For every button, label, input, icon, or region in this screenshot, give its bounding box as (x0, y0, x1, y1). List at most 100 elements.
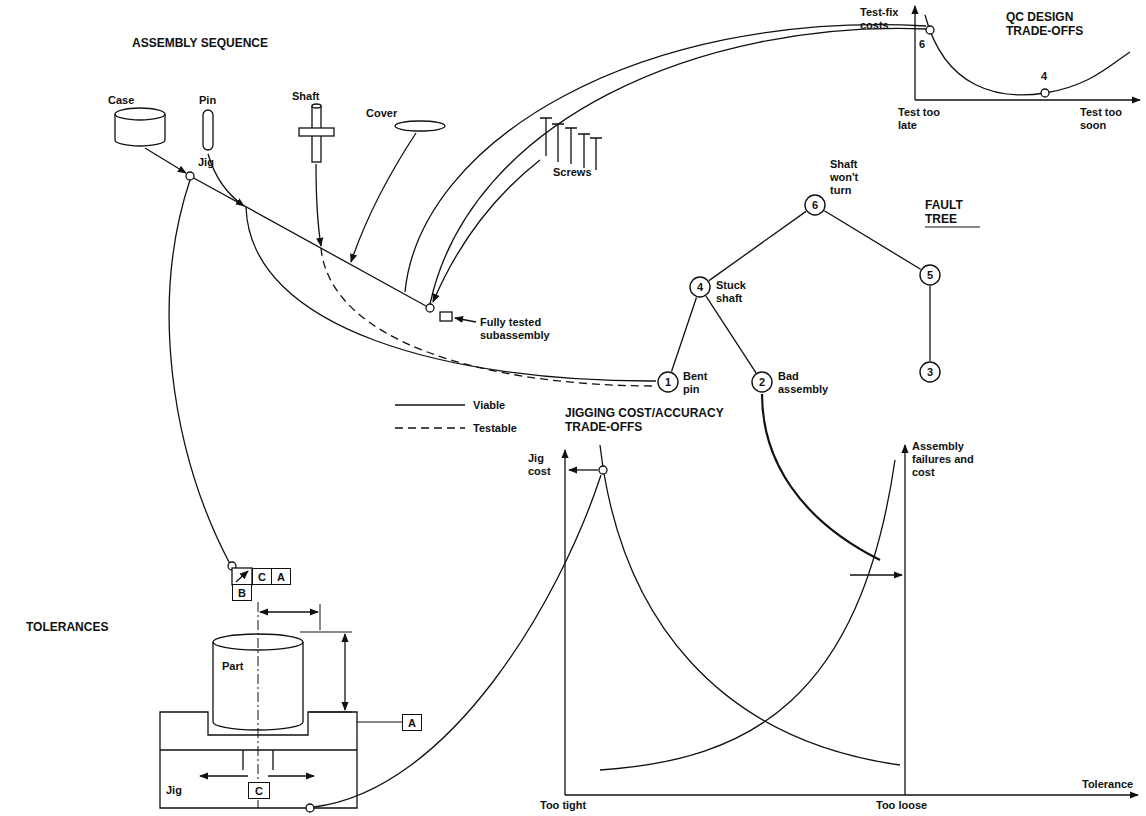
subassembly-box (440, 312, 452, 321)
section-heading: FAULT TREE (925, 198, 987, 226)
fault-label: Bad assembly (778, 370, 833, 396)
center-line (258, 602, 259, 808)
section-heading: QC DESIGN TRADE-OFFS (1006, 10, 1116, 38)
part-name: Pin (199, 94, 216, 107)
fault-label: Stuck shaft (716, 279, 756, 305)
legend-sample (395, 399, 465, 411)
feed-arrow (351, 133, 416, 262)
cost-curve (600, 445, 900, 765)
test-point (426, 304, 434, 312)
fault-number: 2 (751, 371, 773, 393)
datum-letter: C (255, 785, 263, 797)
testable-path (321, 248, 656, 386)
datum-letter: A (408, 717, 416, 729)
runout-symbol (232, 568, 252, 585)
fault-number: 3 (919, 361, 941, 383)
part-name: Part (222, 660, 243, 673)
fault-number: 1 (657, 371, 679, 393)
legend-entry: Testable (395, 422, 517, 434)
axis (565, 794, 1138, 795)
axis-label: Test too late (898, 106, 946, 132)
axis (914, 6, 915, 100)
case-part (115, 108, 165, 146)
axis-label: Too tight (540, 799, 586, 812)
pin-part (203, 110, 213, 150)
fault-number: 5 (919, 264, 941, 286)
legend-text: Viable (473, 399, 505, 411)
heading-underline (925, 227, 980, 228)
chart-point (1041, 89, 1049, 97)
jig-drawing (160, 712, 357, 808)
fault-number: 4 (689, 276, 711, 298)
part-name: Jig (166, 784, 182, 797)
failure-curve (600, 460, 895, 770)
datum-letter: C (258, 571, 266, 583)
feed-arrow (145, 148, 186, 173)
datum-box: C (248, 782, 270, 799)
dimension-line (200, 775, 248, 776)
datum-letter: B (238, 587, 246, 599)
point-number: 6 (919, 38, 925, 51)
axis-label: Too loose (876, 799, 927, 812)
fault-circle: 4Stuck shaft (689, 276, 711, 298)
axis (915, 99, 1140, 100)
tree-branch (929, 286, 930, 361)
feed-arrow (316, 164, 321, 246)
fault-circle: 5 (919, 264, 941, 286)
dimension-line (268, 775, 314, 776)
fault-circle: 1Bent pin (657, 371, 679, 393)
chart-point (926, 26, 934, 34)
tree-branch (706, 296, 756, 373)
datum-box: A (271, 568, 291, 585)
part-name: Screws (553, 166, 592, 179)
dimension-line (344, 634, 345, 710)
pointer-arrow (455, 318, 476, 322)
extension-line (320, 604, 321, 630)
link-arc (405, 25, 926, 292)
link-arc (169, 180, 230, 564)
tree-branch (672, 297, 697, 371)
section-heading: JIGGING COST/ACCURACY TRADE-OFFS (565, 406, 755, 434)
jig-label: Jig (198, 156, 214, 169)
fault-circle: 2Bad assembly (751, 371, 773, 393)
legend-text: Testable (473, 422, 517, 434)
section-heading: TOLERANCES (26, 620, 108, 634)
part-name: Case (108, 94, 134, 107)
fault-circle: 3 (919, 361, 941, 383)
link-arc (762, 394, 880, 560)
axis-label: Jig cost (528, 452, 562, 478)
axis-label: Tolerance (1082, 778, 1133, 791)
fault-number: 6 (804, 194, 826, 216)
datum-box: C (252, 568, 272, 585)
part-name: Shaft (292, 90, 320, 103)
shaft-part (299, 104, 334, 162)
dimension-line (260, 611, 318, 612)
datum-leader (357, 722, 402, 723)
axis (564, 450, 565, 795)
extension-line (300, 632, 352, 712)
part-name: Cover (366, 107, 397, 120)
jig-point (186, 172, 194, 180)
fault-label: Shaft won't turn (830, 158, 868, 197)
chart-point (599, 466, 607, 474)
fault-label: Bent pin (683, 370, 713, 396)
jig-point (306, 804, 314, 812)
link-arc (430, 28, 926, 304)
axis-label: Test-fix costs (860, 6, 910, 32)
feed-arrow (433, 160, 540, 302)
legend-sample (395, 422, 465, 434)
limit-arrow (850, 574, 902, 575)
fault-circle: 6Shaft won't turn (804, 194, 826, 216)
tree-branch (824, 211, 920, 270)
datum-letter: A (277, 571, 285, 583)
axis (904, 445, 905, 795)
assembly-line (190, 176, 426, 306)
limit-arrow (569, 469, 598, 470)
datum-box: B (232, 584, 252, 601)
legend-entry: Viable (395, 399, 505, 411)
link-arc (314, 475, 601, 807)
callout-label: Fully tested subassembly (480, 316, 560, 342)
tree-branch (709, 211, 806, 280)
section-heading: ASSEMBLY SEQUENCE (132, 36, 268, 50)
viable-path (246, 207, 656, 381)
